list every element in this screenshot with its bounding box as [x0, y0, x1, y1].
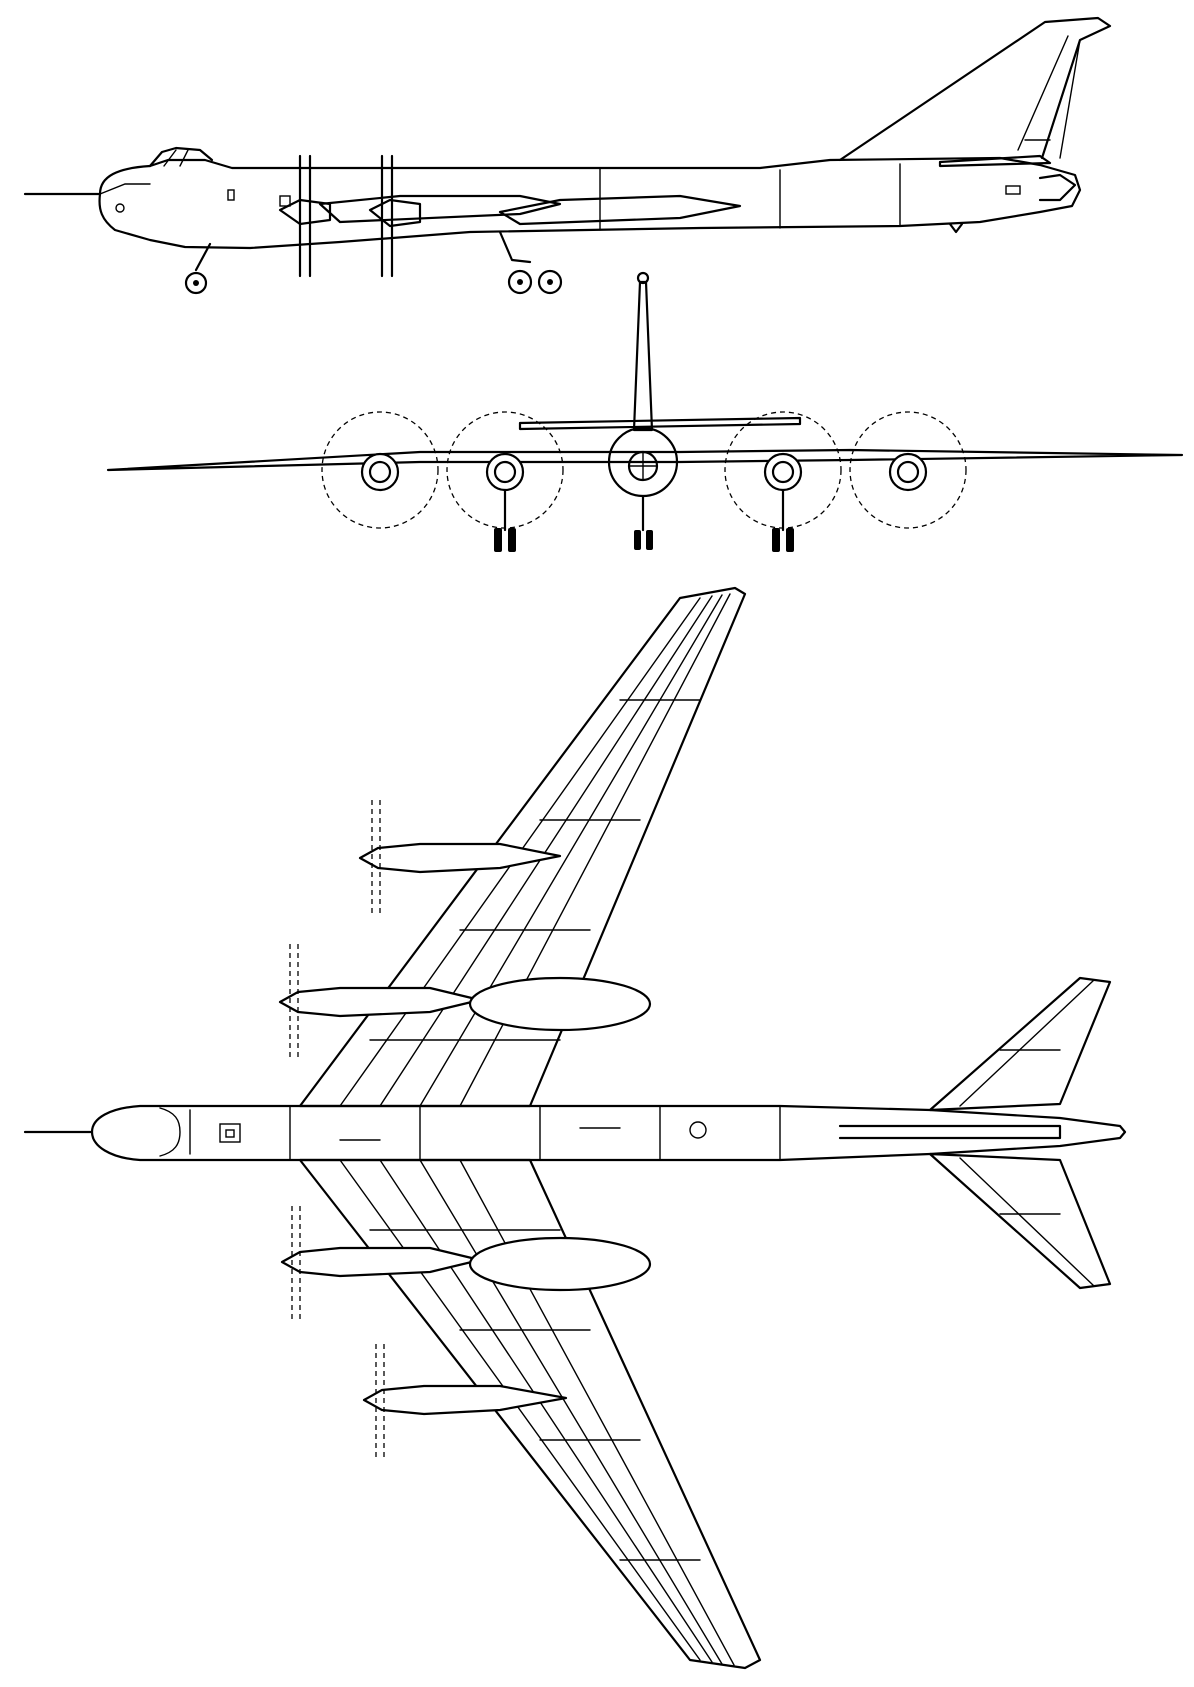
side-nose-wheel [184, 271, 208, 295]
front-fin-tip [636, 271, 650, 285]
front-nacelle-3 [763, 452, 803, 492]
side-main-wheel-2 [537, 269, 563, 295]
top-nacelle-inner-upper [278, 986, 482, 1018]
side-wing-fairing [498, 194, 742, 226]
top-view [23, 586, 1127, 1670]
side-main-gear-strut [498, 230, 532, 264]
side-main-wheel-1 [507, 269, 533, 295]
side-view [23, 16, 1112, 295]
side-horizontal-stabilizer [938, 154, 1052, 168]
top-gear-fairing-upper [468, 976, 652, 1032]
side-nose-gear-strut [194, 242, 212, 272]
side-fuselage [98, 156, 1082, 250]
front-nacelle-2 [485, 452, 525, 492]
front-view [106, 271, 1184, 552]
side-cockpit-canopy [148, 146, 214, 168]
front-nacelle-4 [888, 452, 928, 492]
side-spinner-rear [368, 198, 422, 228]
front-fin [632, 280, 654, 432]
top-nacelle-inner-lower [280, 1246, 482, 1278]
front-nacelle-1 [360, 452, 400, 492]
top-nacelle-outer-upper [358, 842, 562, 874]
top-fuselage [90, 1104, 1127, 1162]
top-fin [838, 1124, 1062, 1140]
side-spinner-front [278, 198, 332, 226]
top-gear-fairing-lower [468, 1236, 652, 1292]
front-tailplane [518, 416, 802, 431]
side-inner-nacelle [318, 194, 562, 224]
top-lower-wing [298, 1158, 762, 1670]
top-upper-wing [298, 586, 747, 1108]
front-wing [106, 448, 1184, 472]
front-propeller-disc-4 [849, 411, 967, 529]
top-nacelle-outer-lower [362, 1384, 568, 1416]
side-tail-turret [1038, 173, 1077, 202]
front-propeller-disc-1 [321, 411, 439, 529]
side-vertical-tail [838, 16, 1112, 162]
top-stabilizer-upper [928, 976, 1112, 1112]
top-stabilizer-lower [928, 1152, 1112, 1290]
